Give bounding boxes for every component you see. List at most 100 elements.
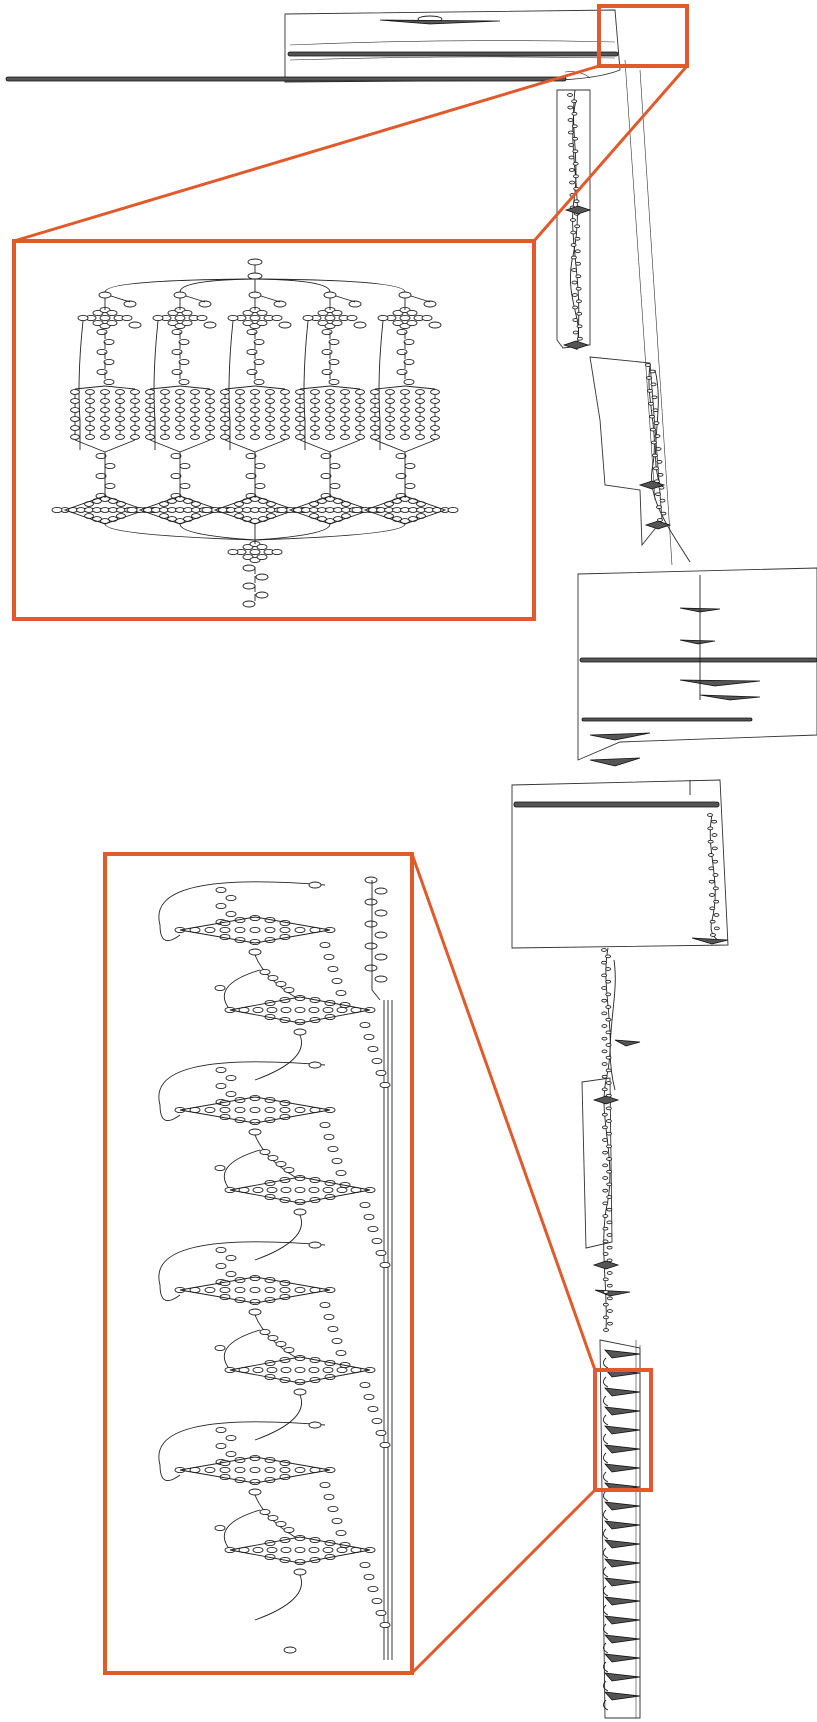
stack-stage: [604, 1672, 641, 1682]
stack-stage: [604, 1463, 641, 1473]
graph-node: [404, 482, 416, 490]
graph-edge: [104, 523, 256, 541]
graph-node: [175, 434, 185, 440]
graph-node: [606, 1220, 613, 1225]
graph-node: [355, 389, 365, 395]
graph-node: [178, 338, 190, 346]
graph-node: [575, 274, 582, 279]
graph-node: [245, 472, 257, 480]
graph-node: [711, 819, 718, 824]
overview-left-tail: [5, 76, 567, 82]
graph-node: [115, 434, 125, 440]
graph-node: [235, 416, 245, 422]
graph-node: [160, 398, 170, 404]
graph-node: [204, 1286, 216, 1294]
graph-edge: [603, 1661, 609, 1673]
graph-edge: [158, 1241, 326, 1302]
graph-node: [259, 968, 271, 976]
graph-node: [250, 425, 260, 431]
graph-cluster: [644, 520, 672, 530]
graph-node: [601, 1125, 608, 1130]
graph-node: [85, 407, 95, 413]
graph-node: [568, 155, 575, 160]
graph-node: [340, 407, 350, 413]
graph-node: [106, 319, 118, 327]
graph-node: [308, 1241, 322, 1249]
graph-node: [104, 462, 116, 470]
graph-node: [708, 853, 714, 857]
graph-node: [178, 358, 190, 366]
graph-edge: [603, 1376, 609, 1388]
graph-node: [571, 111, 578, 116]
graph-node: [430, 398, 440, 404]
graph-node: [302, 314, 314, 322]
graph-node: [364, 942, 378, 950]
graph-node: [571, 293, 578, 297]
graph-node: [225, 1090, 237, 1098]
stack-stage: [604, 1577, 641, 1587]
graph-node: [605, 1017, 612, 1022]
graph-node: [264, 1106, 276, 1114]
graph-node: [266, 1186, 278, 1194]
graph-node: [406, 309, 418, 317]
graph-edge: [104, 385, 136, 390]
graph-edge: [229, 996, 371, 1024]
graph-edge: [179, 523, 256, 541]
graph-node: [707, 826, 714, 831]
graph-node: [602, 1252, 609, 1256]
graph-edge: [603, 1509, 609, 1521]
graph-node: [606, 1195, 613, 1199]
graph-node: [220, 434, 230, 440]
graph-node: [130, 434, 140, 440]
graph-node: [340, 389, 350, 395]
graph-edge: [104, 278, 256, 293]
graph-node: [322, 1546, 334, 1554]
stack-stage: [604, 1501, 641, 1511]
graph-edge: [603, 1585, 609, 1597]
graph-node: [96, 368, 108, 376]
graph-node: [100, 389, 110, 395]
graph-node: [275, 980, 287, 988]
graph-edge: [254, 385, 286, 390]
graph-node: [571, 124, 578, 129]
graph-node: [271, 314, 283, 322]
graph-node: [428, 321, 442, 329]
graph-node: [574, 236, 581, 241]
graph-edge: [329, 439, 361, 453]
graph-node: [115, 389, 125, 395]
graph-node: [346, 314, 358, 322]
graph-node: [606, 1245, 613, 1250]
graph-node: [323, 1133, 335, 1141]
graph-node: [370, 425, 380, 431]
graph-node: [430, 389, 440, 395]
graph-node: [607, 1321, 613, 1326]
graph-node: [145, 434, 155, 440]
graph-node: [225, 1270, 237, 1278]
graph-edge: [254, 439, 286, 453]
graph-edge: [404, 385, 436, 390]
graph-edge: [374, 385, 406, 390]
graph-node: [319, 1481, 331, 1489]
graph-node: [653, 466, 659, 471]
graph-node: [267, 974, 279, 982]
graph-node: [252, 1006, 264, 1014]
graph-node: [205, 398, 215, 404]
graph-node: [178, 378, 190, 386]
graph-node: [374, 909, 388, 917]
graph-node: [606, 1283, 613, 1288]
graph-node: [249, 314, 261, 322]
graph-node: [115, 398, 125, 404]
graph-node: [371, 1597, 383, 1605]
graph-node: [204, 926, 216, 934]
graph-node: [572, 330, 579, 335]
graph-node: [219, 926, 231, 934]
graph-node: [364, 964, 378, 972]
graph-node: [225, 910, 237, 918]
graph-node: [160, 407, 170, 413]
graph-node: [103, 338, 115, 346]
graph-node: [571, 268, 578, 272]
graph-node: [115, 407, 125, 413]
graph-node: [576, 299, 582, 304]
graph-node: [601, 1074, 608, 1079]
graph-node: [85, 434, 95, 440]
